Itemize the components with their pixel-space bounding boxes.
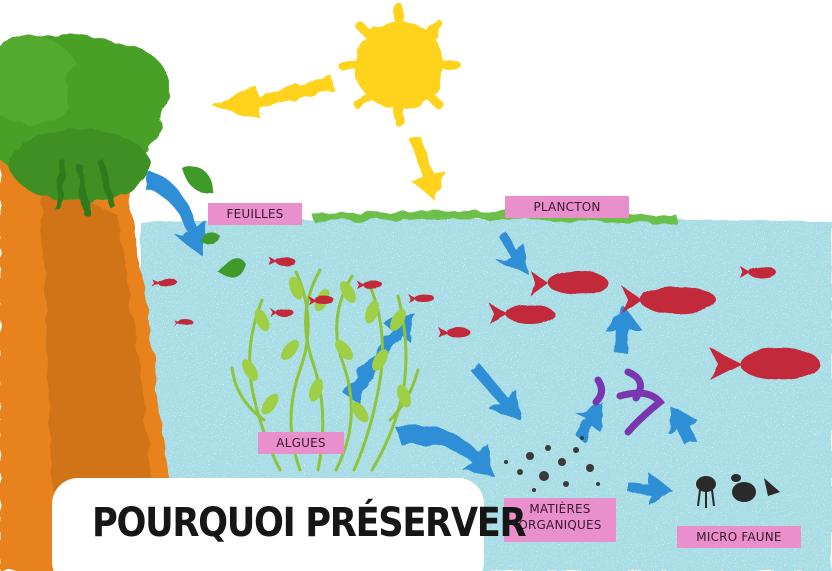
title-card: POURQUOI PRÉSERVER — [52, 478, 484, 571]
sunlight-arrow-to-water — [410, 136, 444, 200]
label-leaves: FEUILLES — [208, 203, 302, 225]
sun-icon — [342, 8, 456, 122]
label-algae: ALGUES — [258, 432, 344, 454]
page-title: POURQUOI PRÉSERVER — [92, 500, 525, 546]
sunlight-arrow-to-tree — [212, 76, 334, 120]
label-micro-fauna: MICRO FAUNE — [677, 526, 801, 548]
label-plankton: PLANCTON — [505, 196, 629, 218]
